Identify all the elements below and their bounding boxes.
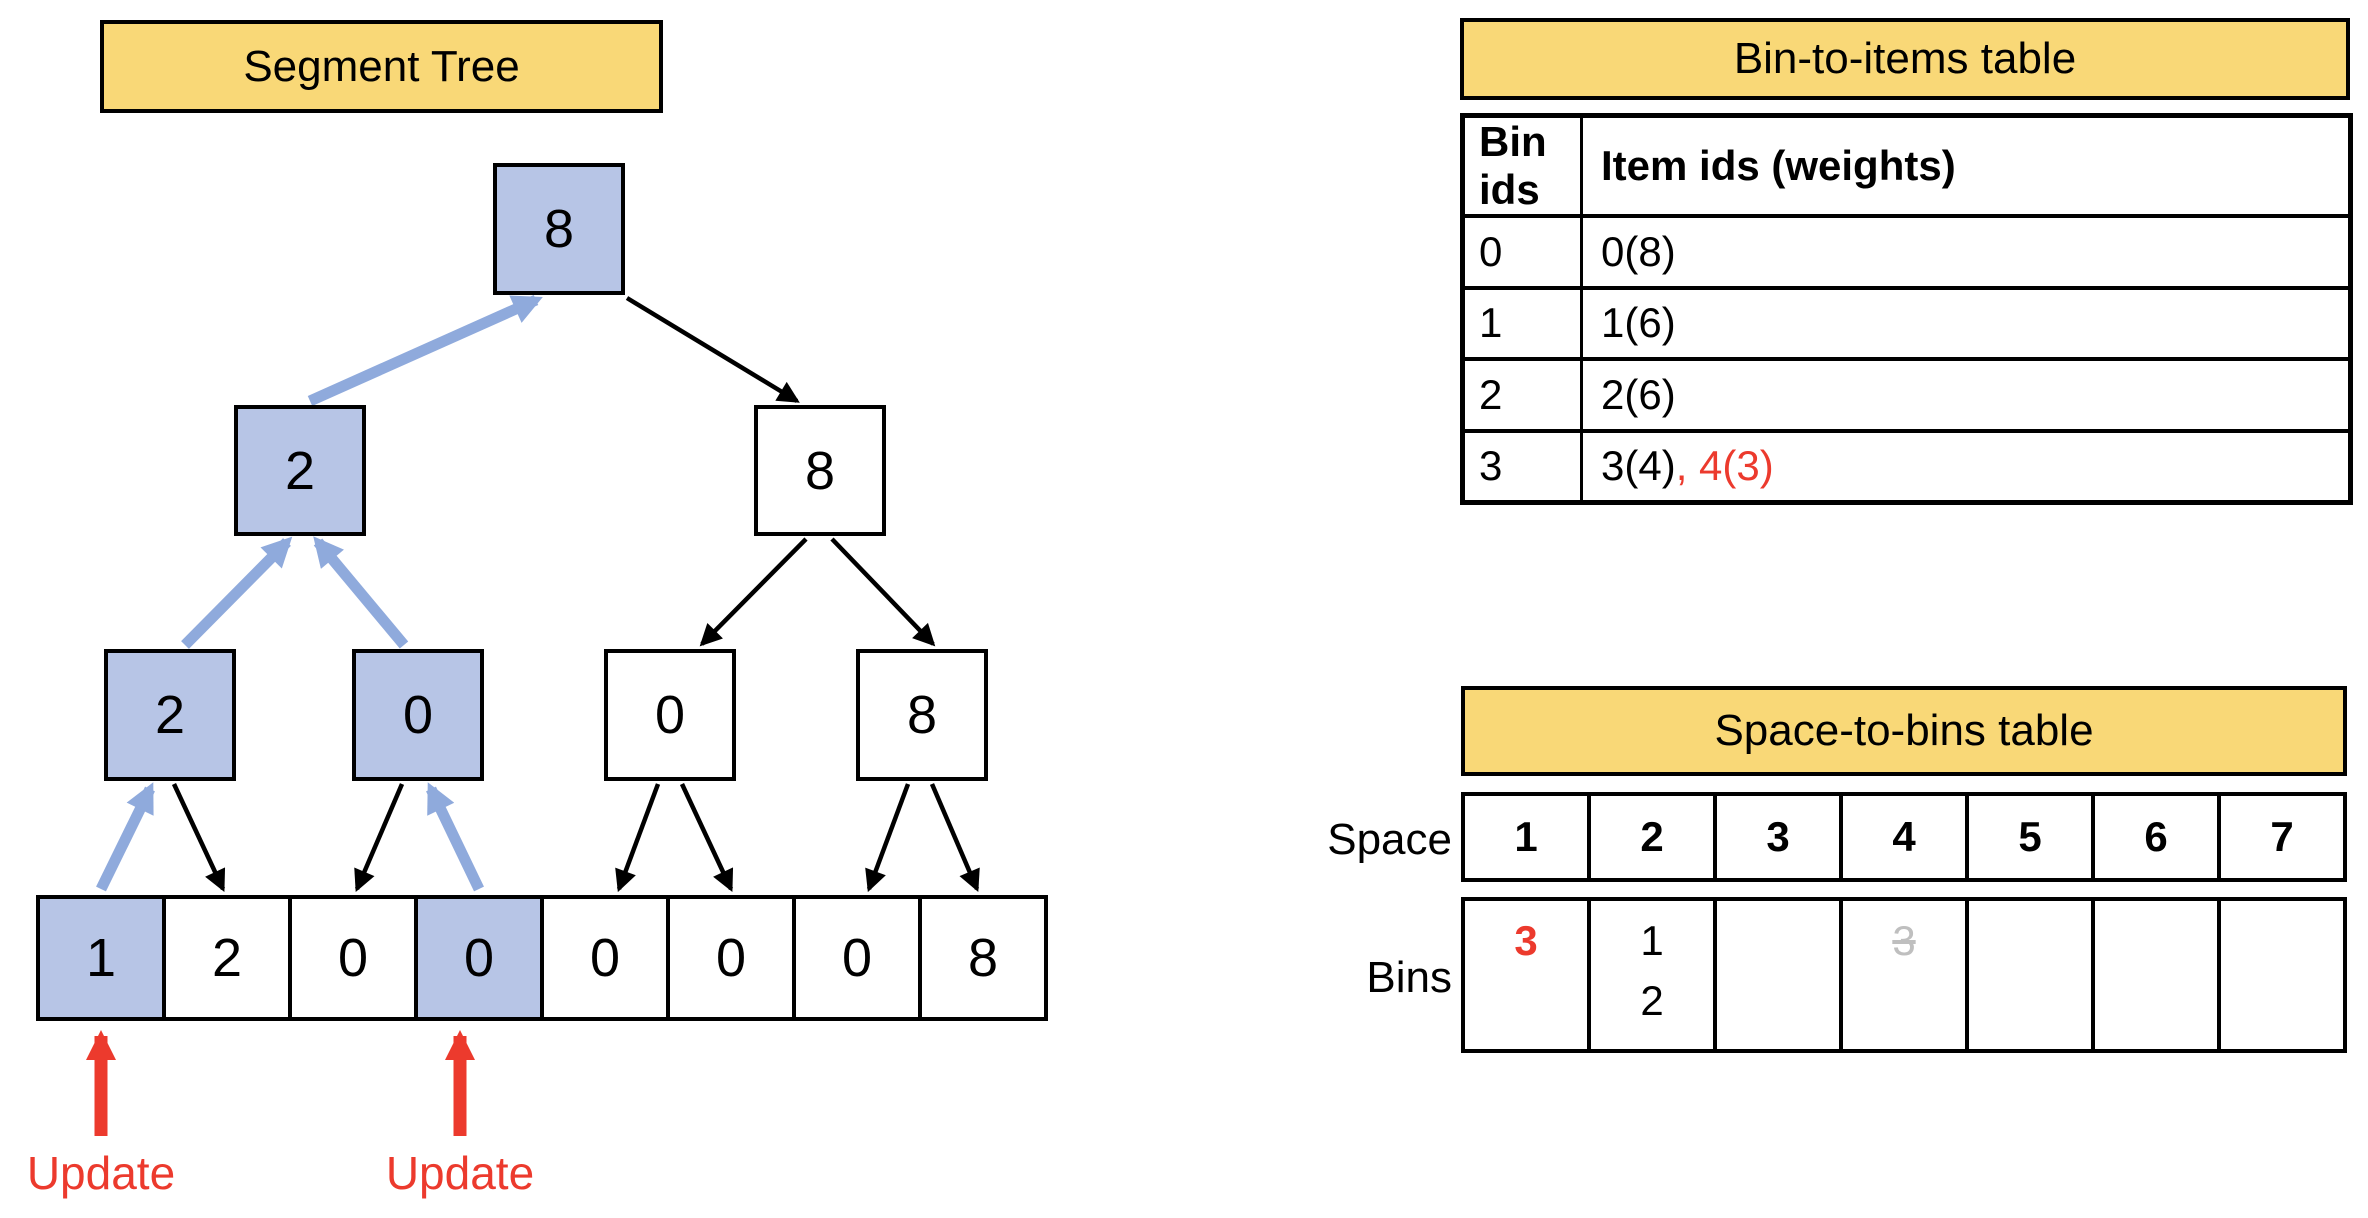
item-ids-cell: 3(4), 4(3)	[1601, 442, 1774, 490]
tree-root-node: 8	[493, 163, 625, 295]
leaf-cell-3: 0	[414, 895, 544, 1021]
black-arrow-l3-node1-to-leaf2	[354, 783, 405, 893]
space-row-label: Space	[1327, 815, 1452, 864]
leaf-cell-2-value: 0	[337, 928, 369, 988]
leaf-cell-4-value: 0	[589, 928, 621, 988]
bin-to-items-row-2: 2 2(6)	[1465, 357, 2348, 429]
space-cell-7: 7	[2217, 792, 2347, 882]
bin-entry-removed: 3	[1892, 917, 1916, 964]
update-label-1: Update	[385, 1147, 535, 1199]
leaf-cell-5-value: 0	[715, 928, 747, 988]
space-cell-1: 1	[1461, 792, 1591, 882]
black-arrow-l3-node0-to-leaf1	[171, 783, 226, 892]
column-header-bin-ids: Bin ids	[1465, 118, 1583, 214]
leaf-cell-7-value: 8	[967, 928, 999, 988]
tree-l2-node-0: 2	[234, 405, 366, 536]
leaf-cell-0: 1	[36, 895, 166, 1021]
black-arrow-root-to-l2-node1	[625, 296, 800, 403]
tree-l3-node-3-value: 8	[906, 685, 938, 745]
leaf-cell-5: 0	[666, 895, 796, 1021]
space-cell-5: 5	[1965, 792, 2095, 882]
space-cell-3: 3	[1713, 792, 1843, 882]
bin-to-items-row-0: 0 0(8)	[1465, 214, 2348, 286]
black-arrow-l3-node3-to-leaf7	[929, 783, 980, 893]
bin-entry: 2	[1640, 977, 1664, 1024]
bin-to-items-row-1: 1 1(6)	[1465, 285, 2348, 357]
bin-entry-new: 3	[1514, 917, 1538, 964]
leaf-cell-0-value: 1	[85, 928, 117, 988]
item-ids-cell: 2(6)	[1601, 370, 1676, 418]
leaf-cell-6: 0	[792, 895, 922, 1021]
space-cell-2: 2	[1587, 792, 1717, 882]
blue-arrow-l3-node0-to-l2-node0	[181, 536, 293, 649]
update-label-0: Update	[26, 1147, 176, 1199]
blue-arrow-leaf3-to-l3-node1	[426, 782, 484, 892]
space-cell-6: 6	[2091, 792, 2221, 882]
leaf-cell-3-value: 0	[463, 928, 495, 988]
bin-id-cell: 0	[1465, 218, 1583, 286]
black-arrow-l3-node2-to-leaf5	[679, 783, 734, 892]
leaf-cell-1-value: 2	[211, 928, 243, 988]
tree-l3-node-1: 0	[352, 649, 484, 781]
blue-arrow-l2-node0-to-root	[307, 294, 543, 407]
space-to-bins-banner: Space-to-bins table	[1461, 686, 2347, 776]
bins-cell-6	[2091, 897, 2221, 1053]
tree-l3-node-2: 0	[604, 649, 736, 781]
item-ids-cell: 0(8)	[1601, 227, 1676, 275]
bins-cell-1: 3	[1461, 897, 1591, 1053]
tree-l2-node-1-value: 8	[804, 440, 836, 501]
leaf-cell-4: 0	[540, 895, 670, 1021]
tree-l3-node-0-value: 2	[154, 685, 186, 745]
segment-tree-title: Segment Tree	[243, 41, 520, 91]
bin-id-cell: 3	[1465, 432, 1583, 500]
bins-row-label: Bins	[1366, 953, 1452, 1002]
bins-cell-3	[1713, 897, 1843, 1053]
leaf-cell-6-value: 0	[841, 928, 873, 988]
bins-cell-2: 1 2	[1587, 897, 1717, 1053]
tree-l3-node-3: 8	[856, 649, 988, 781]
bin-to-items-banner: Bin-to-items table	[1460, 18, 2350, 100]
tree-l3-node-1-value: 0	[402, 685, 434, 745]
bins-cell-4: 3	[1839, 897, 1969, 1053]
leaf-cell-1: 2	[162, 895, 292, 1021]
tree-l3-node-0: 2	[104, 649, 236, 781]
bin-id-cell: 2	[1465, 361, 1583, 429]
bin-id-cell: 1	[1465, 289, 1583, 357]
bin-entry: 1	[1640, 917, 1664, 964]
tree-root-value: 8	[543, 199, 575, 259]
space-cell-4: 4	[1839, 792, 1969, 882]
bin-to-items-title: Bin-to-items table	[1733, 34, 2077, 83]
black-arrow-l3-node2-to-leaf4	[615, 783, 661, 893]
bin-to-items-table: Bin ids Item ids (weights) 0 0(8) 1 1(6)…	[1460, 113, 2353, 505]
bins-cell-5	[1965, 897, 2095, 1053]
tree-l2-node-1: 8	[754, 405, 886, 536]
blue-arrow-leaf0-to-l3-node0	[96, 782, 155, 892]
blue-arrow-l3-node1-to-l2-node0	[313, 536, 409, 649]
black-arrow-l2-node1-to-l3-node2	[699, 537, 808, 647]
segment-tree-banner: Segment Tree	[100, 20, 663, 113]
new-item-entry: , 4(3)	[1675, 442, 1774, 490]
leaf-cell-7: 8	[918, 895, 1048, 1021]
bins-cell-7	[2217, 897, 2347, 1053]
column-header-item-ids: Item ids (weights)	[1601, 142, 1956, 189]
bin-to-items-header-row: Bin ids Item ids (weights)	[1465, 118, 2348, 214]
tree-l2-node-0-value: 2	[284, 440, 316, 501]
black-arrow-l3-node3-to-leaf6	[865, 783, 911, 893]
space-to-bins-title: Space-to-bins table	[1714, 706, 2094, 755]
bin-to-items-row-3: 3 3(4), 4(3)	[1465, 428, 2348, 500]
item-ids-cell: 1(6)	[1601, 299, 1676, 347]
tree-l3-node-2-value: 0	[654, 685, 686, 745]
black-arrow-l2-node1-to-l3-node3	[830, 537, 936, 647]
leaf-cell-2: 0	[288, 895, 418, 1021]
